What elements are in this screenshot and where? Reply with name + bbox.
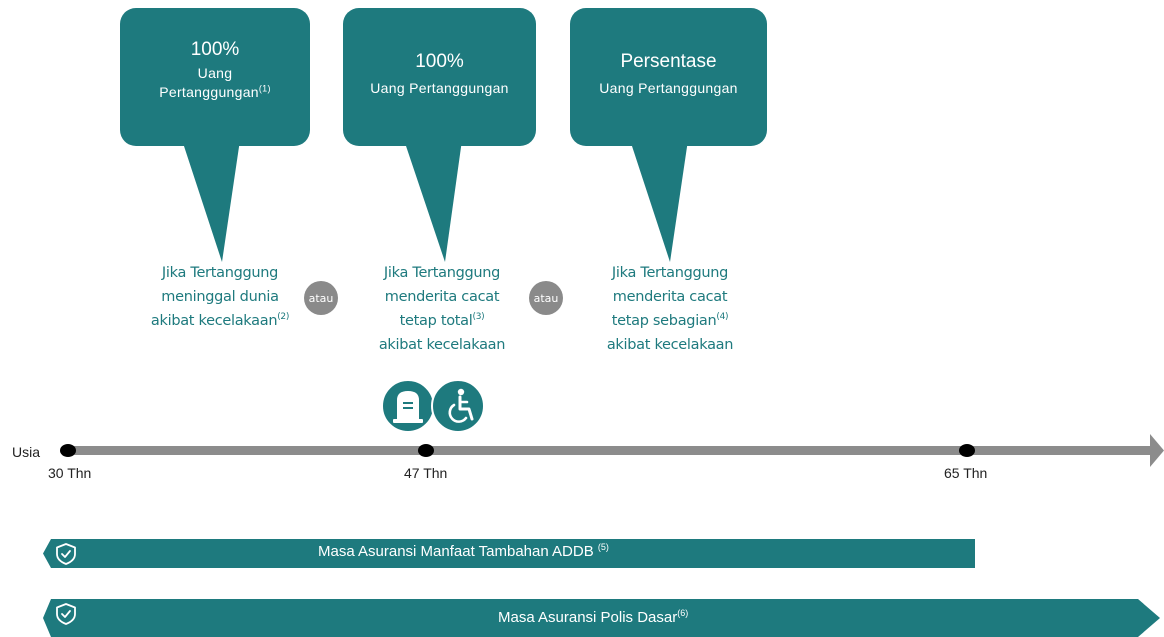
condition-line: akibat kecelakaan [378, 337, 506, 353]
benefit-label: Uang Pertanggungan [370, 80, 509, 96]
age-dot-65 [959, 444, 975, 457]
footnote-marker: (4) [716, 312, 729, 323]
condition-partial-disability: Jika Tertanggung menderita cacat tetap s… [570, 261, 770, 357]
condition-line: akibat kecelakaan(2) [120, 309, 320, 333]
condition-line: tetap sebagian(4) [570, 309, 770, 333]
footnote-marker: (6) [677, 608, 689, 618]
period-label-addb: Masa Asuransi Manfaat Tambahan ADDB (5) [318, 542, 609, 561]
benefit-bubble-partial-disability [570, 8, 767, 262]
footnote-marker: (5) [597, 542, 609, 552]
gravestone-icon [381, 379, 435, 433]
tick-label-47: 47 Thn [404, 465, 448, 481]
condition-line: menderita cacat [384, 289, 500, 305]
age-dot-47 [418, 444, 434, 457]
benefit-label: Uang Pertanggungan(1) [120, 62, 310, 102]
condition-line: meninggal dunia [161, 289, 279, 305]
benefit-label-text: Uang Pertanggungan [159, 65, 259, 100]
or-connector: atau [529, 281, 563, 315]
condition-line: Jika Tertanggung [161, 265, 279, 281]
benefit-text-3: Persentase Uang Pertanggungan [570, 50, 767, 98]
shield-check-icon [56, 603, 76, 625]
benefit-text-2: 100% Uang Pertanggungan [343, 50, 536, 98]
period-label-text: Masa Asuransi Polis Dasar [498, 609, 678, 626]
age-dot-30 [60, 444, 76, 457]
benefit-label: Uang Pertanggungan [599, 80, 738, 96]
age-axis [68, 433, 1164, 468]
tick-label-30: 30 Thn [48, 465, 92, 481]
benefit-text-1: 100% Uang Pertanggungan(1) [120, 38, 310, 102]
or-connector: atau [304, 281, 338, 315]
shield-check-icon [56, 543, 76, 565]
benefit-amount: 100% [415, 51, 464, 72]
condition-line-text: tetap sebagian [611, 313, 717, 329]
period-label-base-policy: Masa Asuransi Polis Dasar(6) [498, 608, 689, 627]
axis-label-age: Usia [12, 444, 41, 460]
period-bar-addb [43, 539, 975, 568]
condition-line: akibat kecelakaan [606, 337, 734, 353]
benefit-bubble-death [120, 8, 310, 262]
footnote-marker: (1) [258, 83, 271, 94]
benefit-amount: 100% [190, 39, 240, 60]
condition-total-disability: Jika Tertanggung menderita cacat tetap t… [342, 261, 542, 357]
condition-line-text: tetap total [399, 313, 473, 329]
period-label-text: Masa Asuransi Manfaat Tambahan ADDB [318, 543, 594, 560]
condition-line-text: akibat kecelakaan [150, 313, 278, 329]
footnote-marker: (2) [277, 312, 290, 323]
footnote-marker: (3) [472, 312, 485, 323]
condition-line: Jika Tertanggung [383, 265, 501, 281]
condition-line: Jika Tertanggung [611, 265, 729, 281]
condition-line: tetap total(3) [342, 309, 542, 333]
benefit-amount: Persentase [620, 51, 717, 72]
condition-line: menderita cacat [612, 289, 728, 305]
benefit-bubble-total-disability [343, 8, 536, 262]
period-bar-base-policy [43, 599, 1160, 637]
tick-label-65: 65 Thn [944, 465, 988, 481]
condition-death: Jika Tertanggung meninggal dunia akibat … [120, 261, 320, 333]
wheelchair-icon [431, 379, 485, 433]
